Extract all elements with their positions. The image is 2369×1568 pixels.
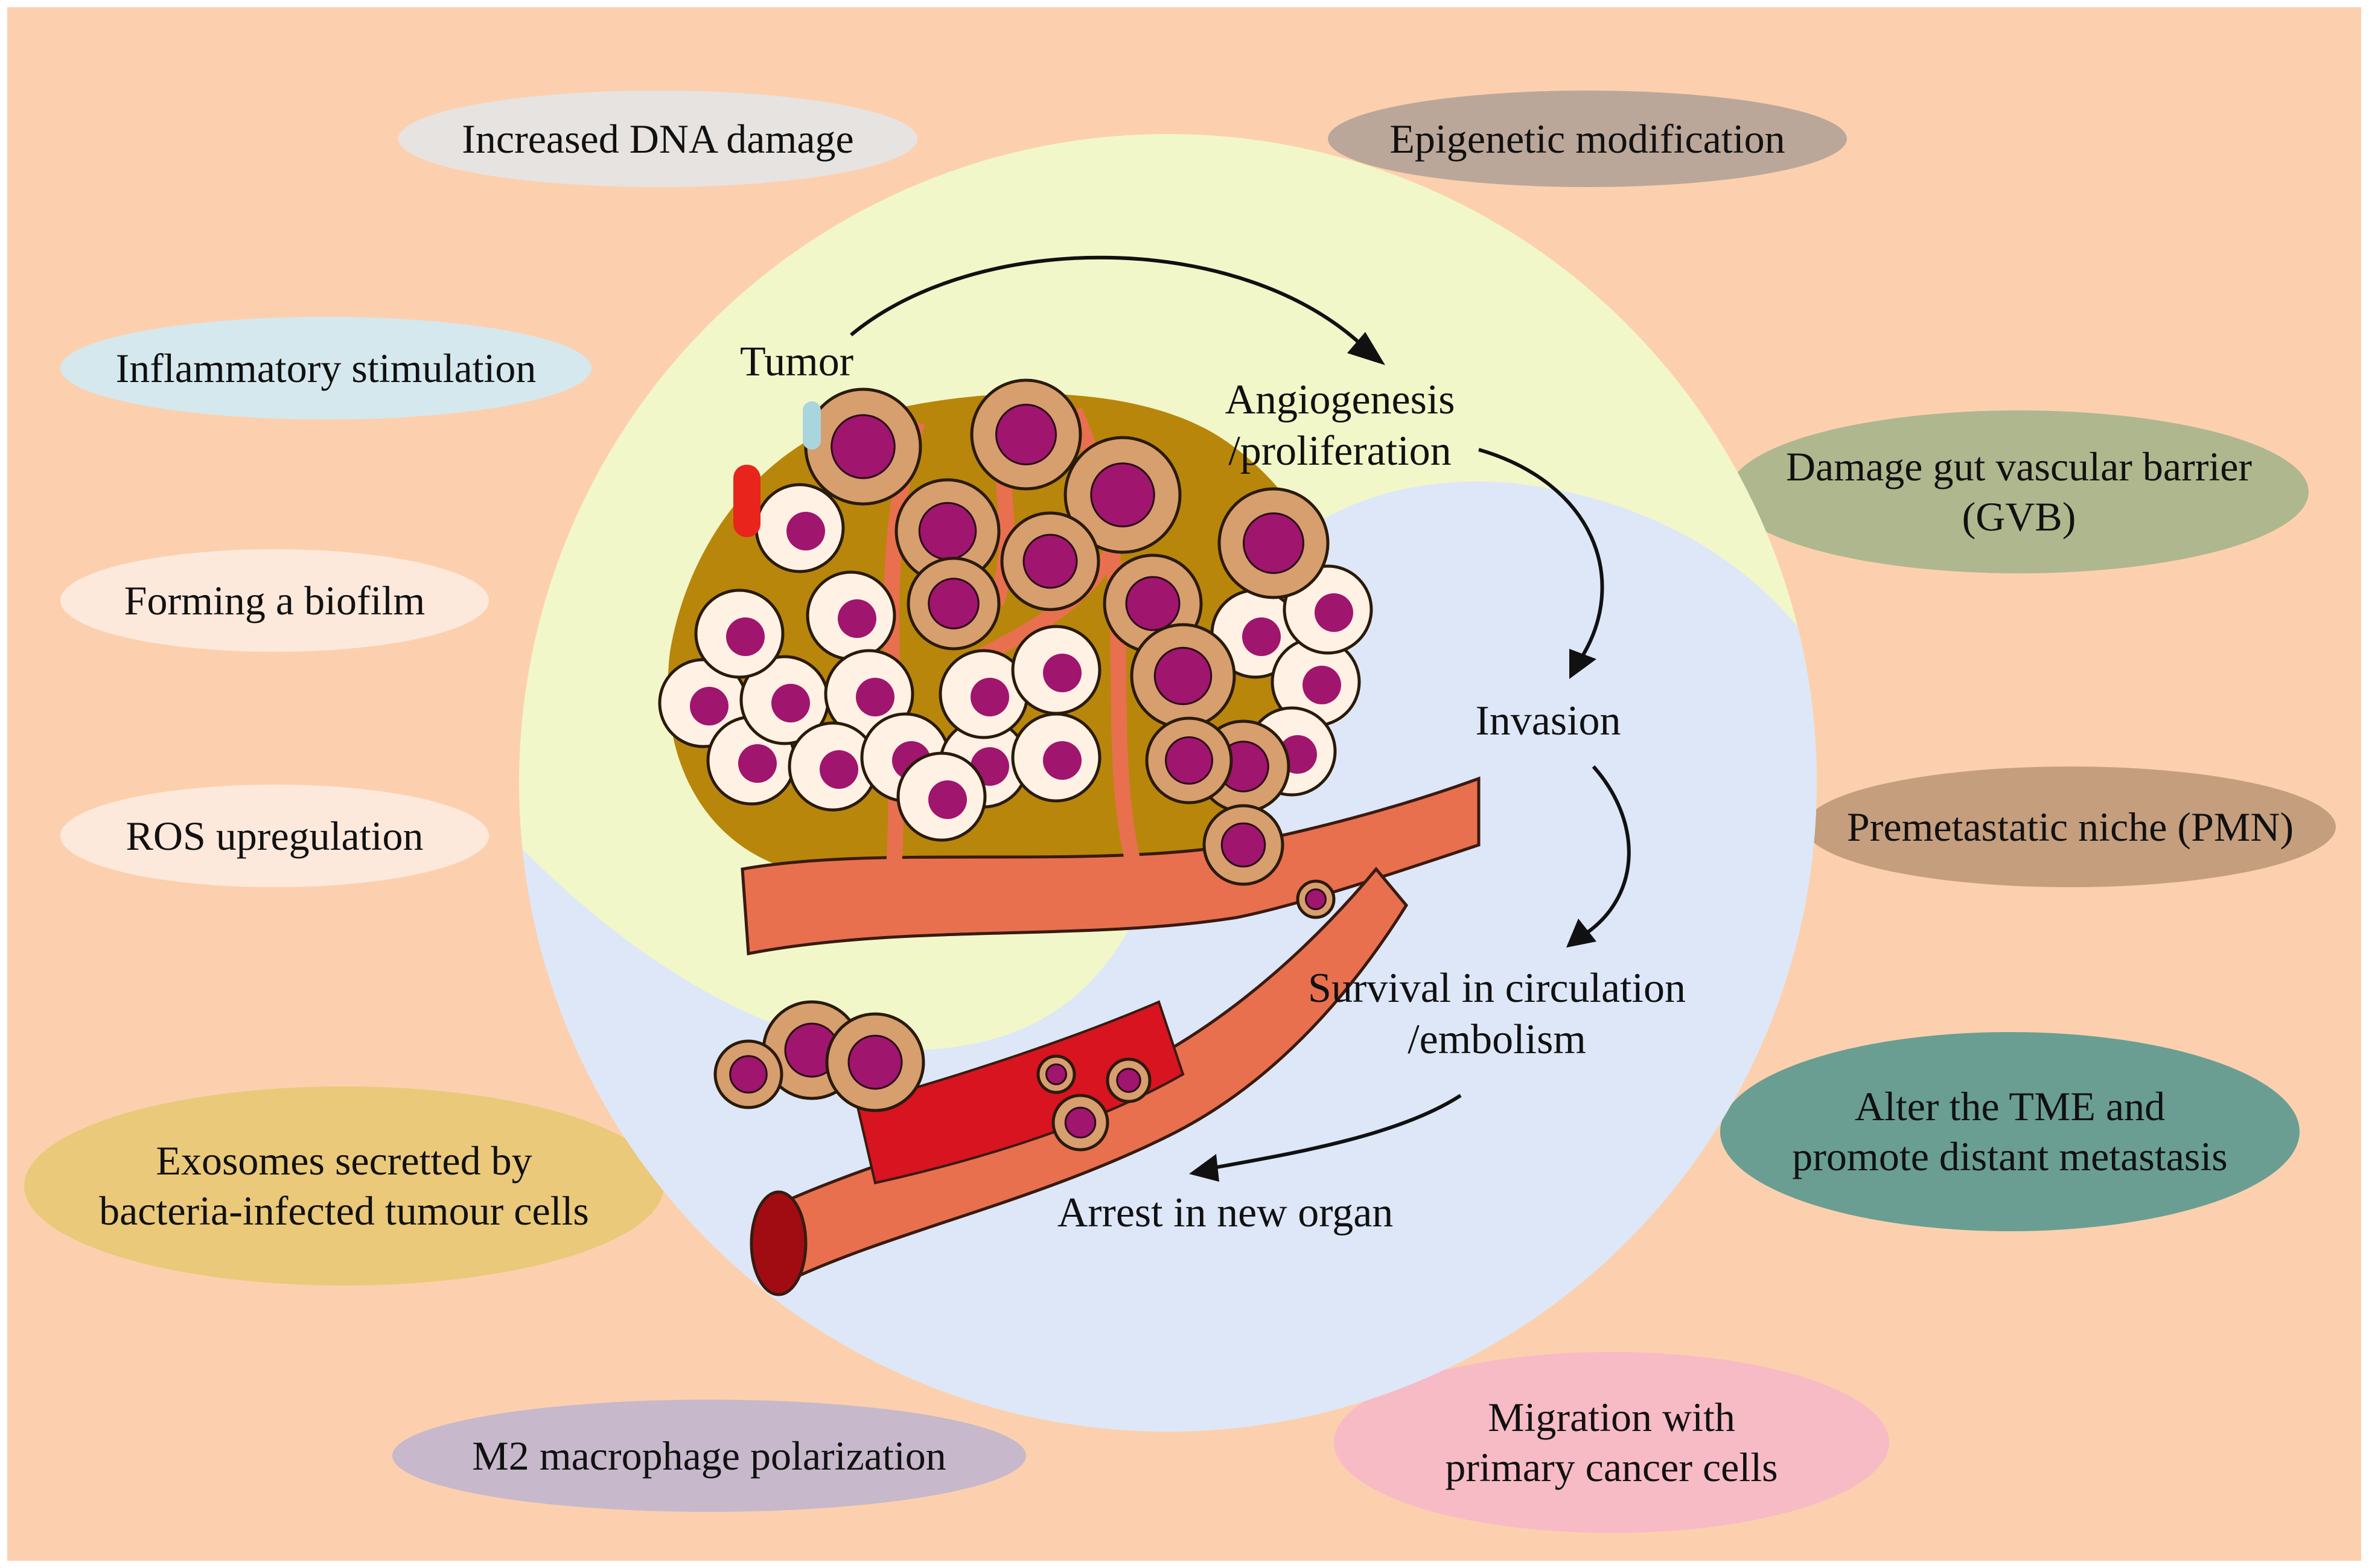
- oval-inflammatory: [60, 317, 591, 419]
- normal-cell: [754, 483, 845, 573]
- tumor-cells: [658, 378, 1373, 1152]
- blood-vessels: [741, 387, 1481, 1296]
- upper-vessel: [741, 776, 1481, 955]
- cancer-cell: [1000, 511, 1100, 611]
- factor-ros-upregulation: ROS upregulation: [126, 812, 424, 859]
- oval-migration: [1334, 1352, 1889, 1533]
- normal-cell: [806, 570, 896, 661]
- factor-alter-tme: Alter the TME and promote distant metast…: [1792, 1083, 2228, 1179]
- cancer-cell: [1051, 1094, 1109, 1152]
- cancer-cell: [894, 478, 1001, 584]
- arrowhead-3: [1566, 919, 1596, 948]
- factor-premetastatic-niche: Premetastatic niche (PMN): [1846, 803, 2294, 850]
- cancer-cell: [1202, 804, 1284, 886]
- oval-m2: [392, 1400, 1026, 1512]
- factor-epigenetic-modification: Epigenetic modification: [1389, 115, 1785, 162]
- cancer-cell: [1036, 1054, 1076, 1094]
- cancer-cell: [1063, 436, 1182, 554]
- oval-exosomes: [24, 1086, 664, 1286]
- factor-gut-vascular-barrier: Damage gut vascular barrier (GVB): [1785, 444, 2253, 540]
- arrow-invasion-to-survival: [1586, 765, 1631, 934]
- center-circle-lower-region: [519, 145, 1817, 1432]
- factor-dna-damage: Increased DNA damage: [462, 115, 854, 162]
- normal-cell: [739, 655, 830, 745]
- process-arrows: [850, 255, 1631, 1182]
- factor-m2-macrophage: M2 macrophage polarization: [472, 1433, 946, 1479]
- arrowhead-1: [1347, 332, 1385, 365]
- cancer-cell: [1217, 487, 1330, 599]
- arrowhead-2: [1569, 649, 1596, 679]
- blood-section: [855, 1000, 1185, 1185]
- factor-oval-shapes: [24, 91, 2336, 1533]
- cancer-cell: [1130, 623, 1236, 729]
- factor-migration: Migration with primary cancer cells: [1445, 1394, 1778, 1490]
- arrow-angiogenesis-to-invasion: [1478, 448, 1604, 659]
- factor-inflammatory-stimulation: Inflammatory stimulation: [115, 345, 537, 391]
- normal-cell: [694, 588, 785, 679]
- cancer-cell: [1145, 716, 1233, 805]
- step-invasion: Invasion: [1475, 698, 1621, 745]
- oval-epigenetic: [1328, 91, 1847, 187]
- cancer-cell: [804, 387, 922, 506]
- oval-ros: [60, 785, 489, 887]
- step-angiogenesis: Angiogenesis /proliferation: [1225, 376, 1455, 474]
- oval-dna_damage: [398, 91, 917, 187]
- step-survival: Survival in circulation /embolism: [1308, 964, 1686, 1063]
- step-arrest: Arrest in new organ: [1057, 1190, 1394, 1237]
- normal-cell: [1271, 637, 1361, 727]
- step-tumor: Tumor: [739, 339, 854, 386]
- normal-cell: [939, 649, 1029, 739]
- cancer-cell: [907, 556, 1001, 651]
- arrowhead-4: [1189, 1154, 1219, 1182]
- oval-tme: [1720, 1032, 2300, 1231]
- cancer-cell: [1106, 1057, 1152, 1103]
- cancer-cell: [713, 1039, 783, 1109]
- arrow-survival-to-arrest: [1213, 1094, 1462, 1170]
- oval-biofilm: [60, 549, 489, 652]
- cancer-cell: [1296, 879, 1336, 919]
- oval-pmn: [1805, 766, 2336, 887]
- factor-biofilm: Forming a biofilm: [124, 577, 426, 623]
- arrow-tumor-to-angiogenesis: [850, 255, 1369, 352]
- normal-cell: [1011, 712, 1102, 803]
- oval-gvb: [1729, 410, 2309, 573]
- cancer-cell: [825, 1012, 925, 1112]
- normal-cell: [1011, 625, 1102, 715]
- normal-cell: [896, 751, 987, 842]
- vessel-opening: [750, 1190, 808, 1296]
- cancer-cell: [970, 378, 1082, 491]
- bacterium-red: [733, 465, 760, 537]
- factor-exosomes: Exosomes secretted by bacteria-infected …: [99, 1138, 589, 1234]
- bacterium-blue: [803, 401, 821, 450]
- normal-cell: [1210, 588, 1301, 679]
